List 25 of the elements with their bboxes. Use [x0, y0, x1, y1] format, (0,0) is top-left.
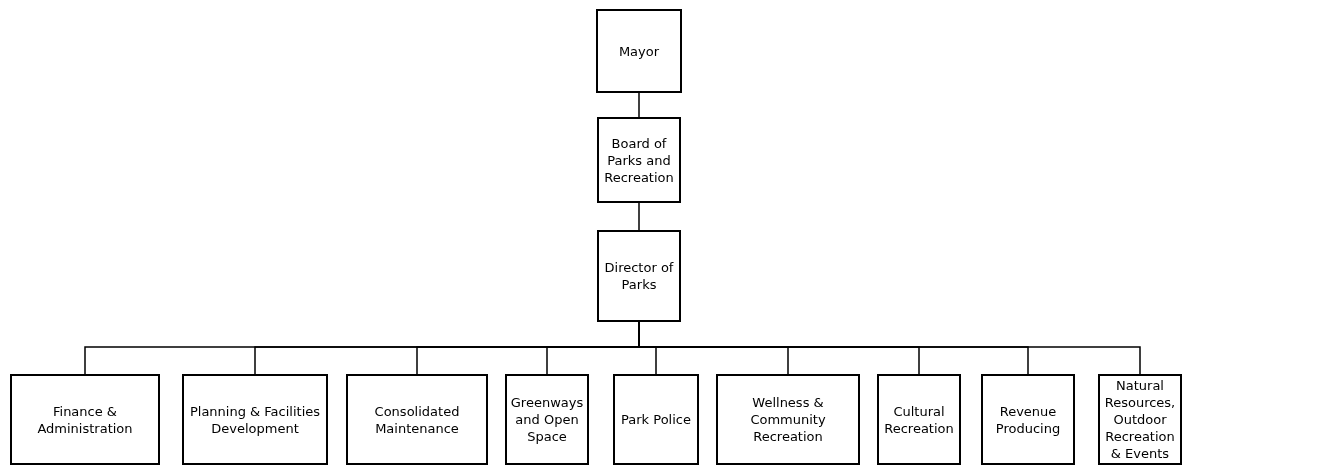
- box-label: Mayor: [618, 42, 660, 60]
- connector-line: [638, 202, 640, 231]
- box-label: Revenue Producing: [994, 402, 1062, 437]
- org-box: [505, 374, 589, 465]
- org-box: [182, 374, 328, 465]
- box-label: Cultural Recreation: [883, 402, 955, 437]
- box-label: Greenways and Open Space: [509, 394, 585, 445]
- org-box: [716, 374, 860, 465]
- org-box: [10, 374, 160, 465]
- org-box: [613, 374, 699, 465]
- box-label: Park Police: [621, 411, 691, 428]
- org-box: [596, 9, 682, 93]
- org-box: [597, 117, 681, 203]
- box-label: Director of Parks: [603, 259, 675, 293]
- box-label: Board of Parks and Recreation: [603, 134, 675, 186]
- box-label: Planning & Facilities Development: [188, 402, 322, 437]
- box-label: Natural Resources, Outdoor Recreation & Events: [1103, 377, 1177, 462]
- org-box: [877, 374, 961, 465]
- box-label: Consolidated Maintenance: [373, 402, 461, 437]
- org-box: [597, 230, 681, 322]
- org-box: [346, 374, 488, 465]
- org-box: [981, 374, 1075, 465]
- connector-line: [638, 92, 640, 118]
- box-label: Wellness & Community Recreation: [749, 394, 827, 445]
- box-label: Finance & Administration: [36, 402, 134, 437]
